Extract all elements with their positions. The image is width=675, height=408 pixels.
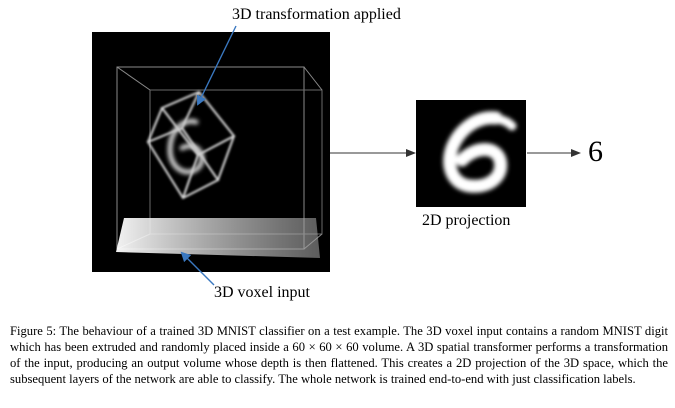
output-class-label: 6: [588, 135, 603, 168]
figure-caption: Figure 5: The behaviour of a trained 3D …: [10, 323, 668, 387]
voxel-pointer-arrow: [180, 251, 215, 286]
projection-digit: [443, 111, 517, 193]
projection-label: 2D projection: [422, 212, 511, 229]
figure-diagram: [92, 25, 581, 286]
voxel-input-label: 3D voxel input: [214, 284, 310, 301]
projection-panel: [416, 100, 526, 207]
caption-text: The behaviour of a trained 3D MNIST clas…: [10, 324, 669, 386]
voxel-digit: [167, 118, 205, 175]
caption-prefix: Figure 5:: [10, 324, 57, 338]
voxel-volume-panel: [92, 32, 330, 272]
floor-projection: [116, 218, 320, 258]
transform-pointer-arrow: [197, 25, 237, 106]
transformation-label: 3D transformation applied: [232, 6, 401, 23]
